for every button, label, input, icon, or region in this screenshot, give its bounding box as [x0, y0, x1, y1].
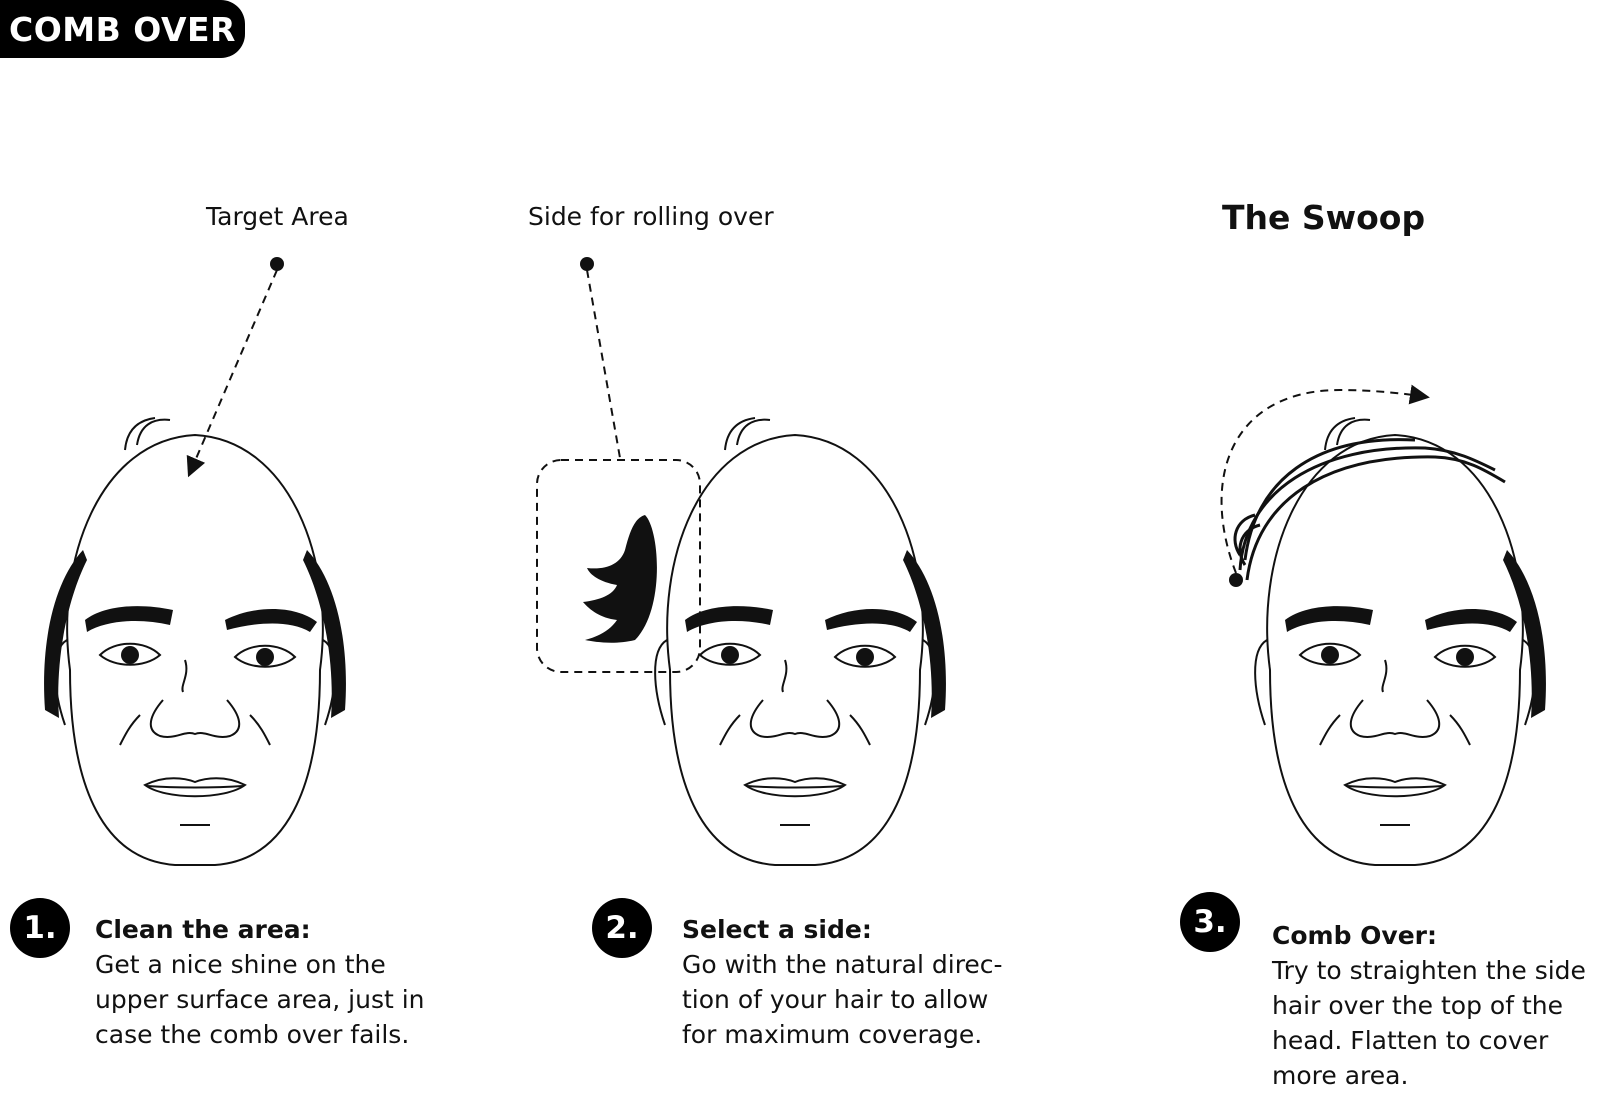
step-3-body: Try to straighten the side hair over the… [1272, 956, 1586, 1090]
swoop-start-dot [1229, 573, 1243, 587]
target-area-arrow [186, 269, 278, 478]
swoop-title: The Swoop [1222, 198, 1426, 237]
title-badge: COMB OVER [0, 0, 245, 58]
step-3-text: Comb Over: Try to straighten the side ha… [1272, 918, 1586, 1093]
side-rolling-line [586, 269, 621, 459]
step-2-body: Go with the natural direc- tion of your … [682, 950, 1003, 1049]
step-3-number: 3. [1180, 892, 1240, 952]
swoop-arrow [1220, 384, 1430, 574]
side-hair-shape [583, 515, 657, 643]
side-rolling-dot [580, 257, 594, 271]
target-area-label: Target Area [206, 202, 349, 231]
face-3-illustration [1233, 417, 1547, 866]
face-2-illustration [583, 417, 947, 866]
target-area-dot [270, 257, 284, 271]
side-selection-box [536, 459, 701, 673]
side-for-rolling-label: Side for rolling over [528, 202, 774, 231]
step-2-number: 2. [592, 898, 652, 958]
step-1-number: 1. [10, 898, 70, 958]
step-2-text: Select a side: Go with the natural direc… [682, 912, 1003, 1052]
step-1-title: Clean the area: [95, 915, 311, 944]
step-1-body: Get a nice shine on the upper surface ar… [95, 950, 425, 1049]
face-1-illustration [44, 417, 347, 866]
step-3-title: Comb Over: [1272, 921, 1438, 950]
step-1-text: Clean the area: Get a nice shine on the … [95, 912, 425, 1052]
step-2-title: Select a side: [682, 915, 872, 944]
